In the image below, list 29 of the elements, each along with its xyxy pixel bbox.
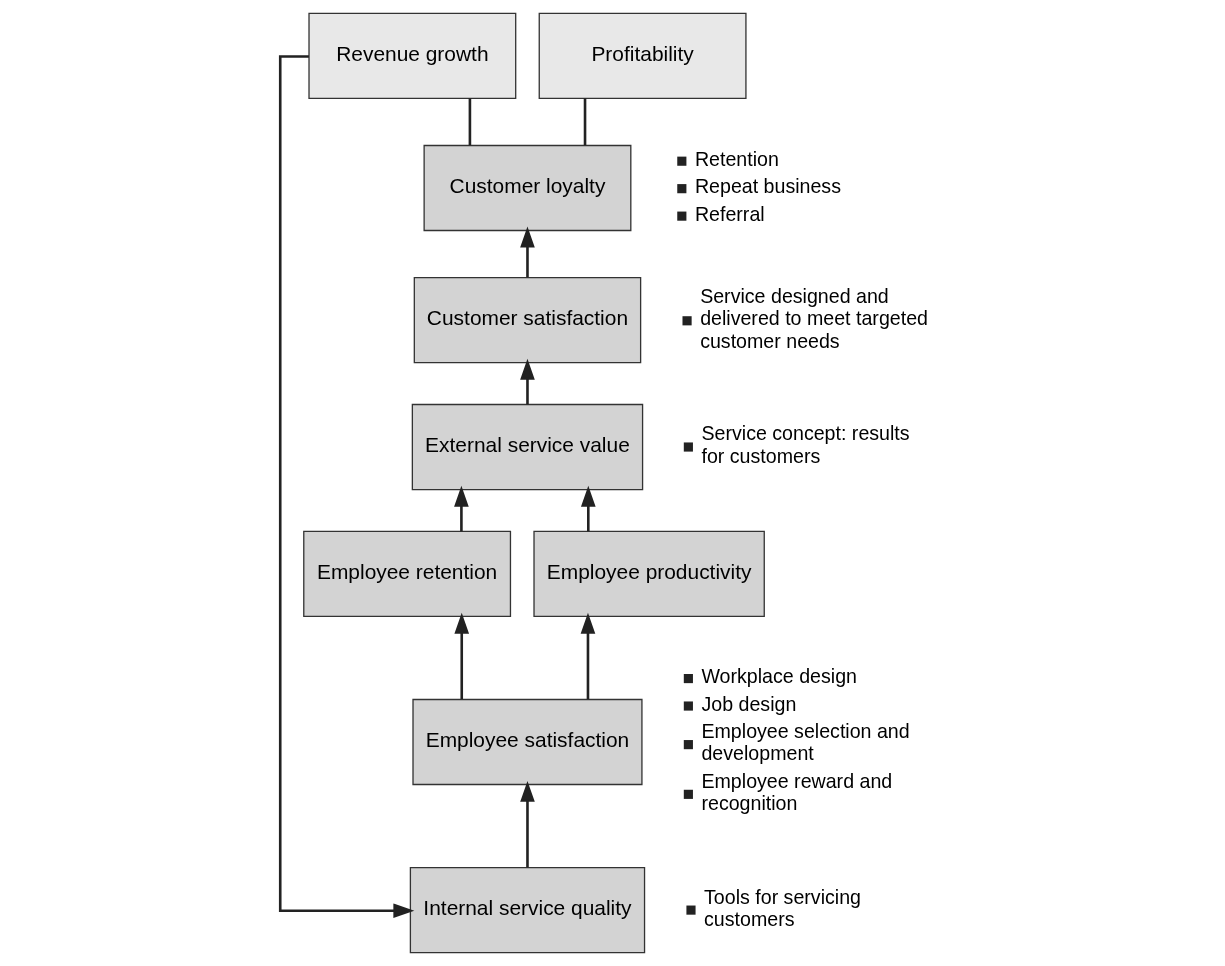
node-box: Employee retention [303,530,512,618]
node-label: Employee selection and development [701,720,910,765]
node-box: Profitability [538,12,747,100]
node-box: Customer loyalty [423,144,632,232]
node-label: Tools for servicing customers [704,885,862,930]
arrow [454,612,470,700]
node-box: Revenue growth [308,12,517,100]
node-box: Employee satisfaction [412,698,643,786]
node-label: Retention [694,147,779,170]
connector [583,98,587,146]
node-label: Employee reward and recognition [701,769,893,815]
node-box: External service value [411,403,644,491]
arrow [278,55,415,919]
arrow [580,612,596,700]
node-label: Service designed and delivered to meet targeted customer needs [700,285,928,352]
node-box: Employee productivity [533,530,765,618]
node-label: Job design [701,692,797,715]
node-label: Workplace design [701,665,857,688]
arrow [580,485,596,532]
arrow [454,485,469,532]
arrow [520,358,535,405]
node-box: Customer satisfaction [413,276,642,364]
node-label: Service concept: results for customers [701,422,910,467]
node-box: Internal service quality [409,866,646,954]
node-label: Referral [694,202,765,225]
connector [468,98,472,146]
arrow [520,226,535,278]
arrow [520,780,535,868]
node-label: Repeat business [694,175,841,198]
